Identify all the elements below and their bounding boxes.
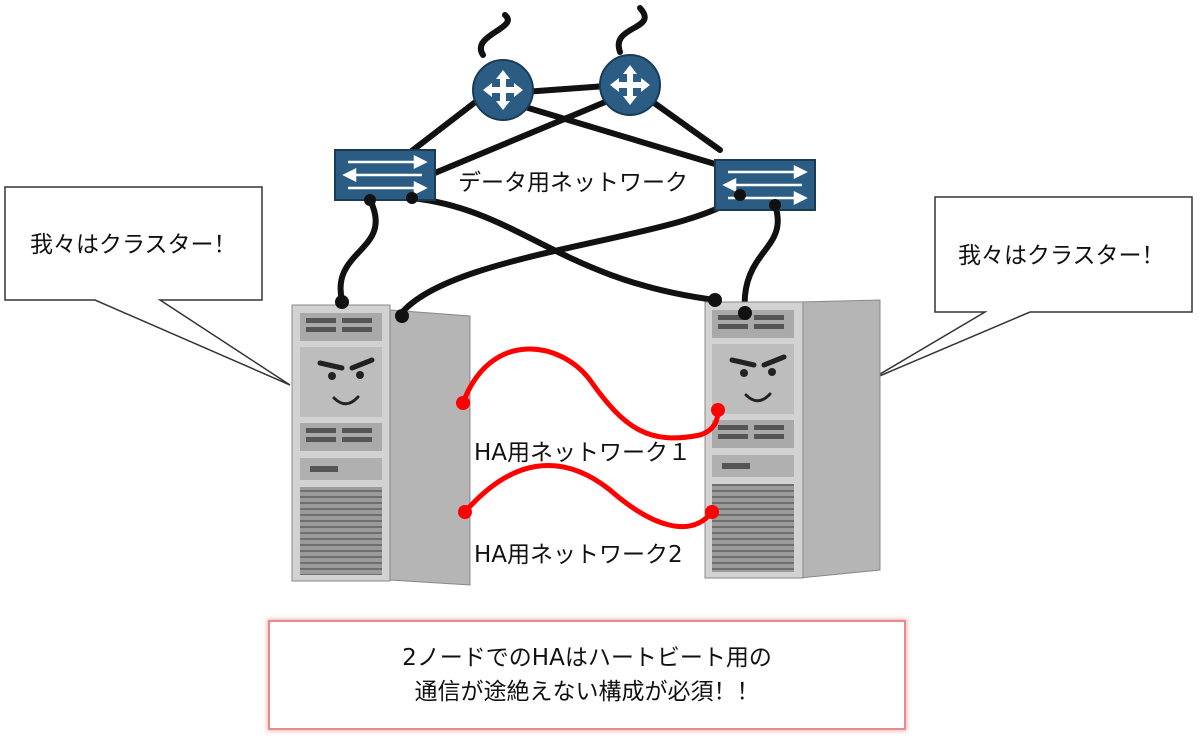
requirement-note: 2ノードでのHAはハートビート用の 通信が途絶えない構成が必須！！ bbox=[268, 620, 906, 730]
server-icon bbox=[704, 299, 881, 579]
speech-text-right: 我々はクラスター！ bbox=[958, 243, 1165, 269]
switch-right bbox=[714, 159, 816, 211]
speech-bubble-left: 我々はクラスター！ bbox=[4, 186, 291, 386]
ha-network-1-label: HA用ネットワーク１ bbox=[474, 440, 691, 466]
ha-cable-plugs bbox=[456, 396, 725, 519]
server-left bbox=[291, 304, 471, 586]
data-cable-plugs bbox=[335, 189, 781, 323]
note-line-2: 通信が途絶えない構成が必須！！ bbox=[414, 679, 760, 705]
switch-icon bbox=[722, 164, 808, 206]
ha-network-2-label: HA用ネットワーク2 bbox=[474, 542, 683, 568]
switch-left bbox=[334, 149, 436, 201]
router-right bbox=[599, 54, 661, 116]
speech-text-left: 我々はクラスター！ bbox=[30, 232, 237, 258]
data-network-label: データ用ネットワーク bbox=[458, 170, 688, 196]
note-line-1: 2ノードでのHAはハートビート用の bbox=[402, 645, 772, 671]
router-left bbox=[472, 59, 534, 121]
speech-bubble-right: 我々はクラスター！ bbox=[869, 196, 1193, 381]
ha-network-cables bbox=[460, 346, 721, 530]
server-right bbox=[704, 299, 881, 579]
server-icon bbox=[291, 304, 471, 586]
switch-icon bbox=[342, 154, 428, 196]
